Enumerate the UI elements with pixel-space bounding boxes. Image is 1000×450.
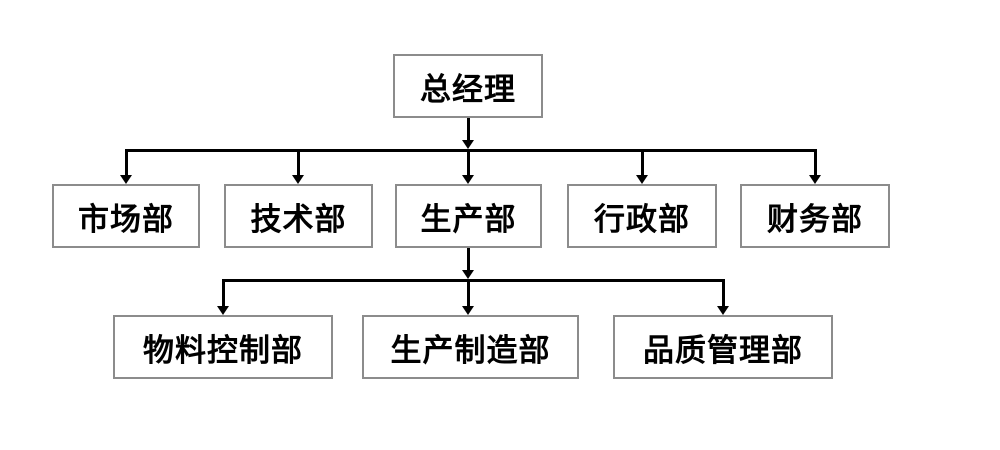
connector-drop-manufacturing [466, 281, 470, 307]
org-node-admin: 行政部 [567, 184, 717, 248]
arrowhead-marketing [120, 175, 132, 184]
org-node-general-manager: 总经理 [393, 54, 543, 118]
org-node-production: 生产部 [395, 184, 542, 248]
arrowhead-root-to-rail [462, 140, 474, 149]
org-node-quality: 品质管理部 [613, 315, 833, 379]
arrowhead-admin [636, 175, 648, 184]
connector-drop-technology [296, 151, 300, 176]
org-node-marketing: 市场部 [52, 184, 200, 248]
arrowhead-production [462, 175, 474, 184]
connector-production-stem [466, 248, 470, 272]
connector-level3-rail [221, 279, 725, 282]
org-node-technology: 技术部 [224, 184, 373, 248]
connector-root-stem [466, 118, 470, 143]
org-node-manufacturing: 生产制造部 [362, 315, 579, 379]
connector-drop-production [466, 151, 470, 176]
arrowhead-technology [292, 175, 304, 184]
connector-drop-material-control [221, 281, 225, 307]
arrowhead-finance [809, 175, 821, 184]
connector-drop-marketing [124, 151, 128, 176]
connector-drop-admin [640, 151, 644, 176]
org-node-material-control: 物料控制部 [113, 315, 333, 379]
connector-drop-quality [721, 281, 725, 307]
arrowhead-quality [717, 306, 729, 315]
arrowhead-manufacturing [462, 306, 474, 315]
org-node-finance: 财务部 [740, 184, 890, 248]
connector-drop-finance [813, 151, 817, 176]
arrowhead-production-to-rail [462, 270, 474, 279]
arrowhead-material-control [217, 306, 229, 315]
connector-level2-rail [124, 149, 817, 152]
